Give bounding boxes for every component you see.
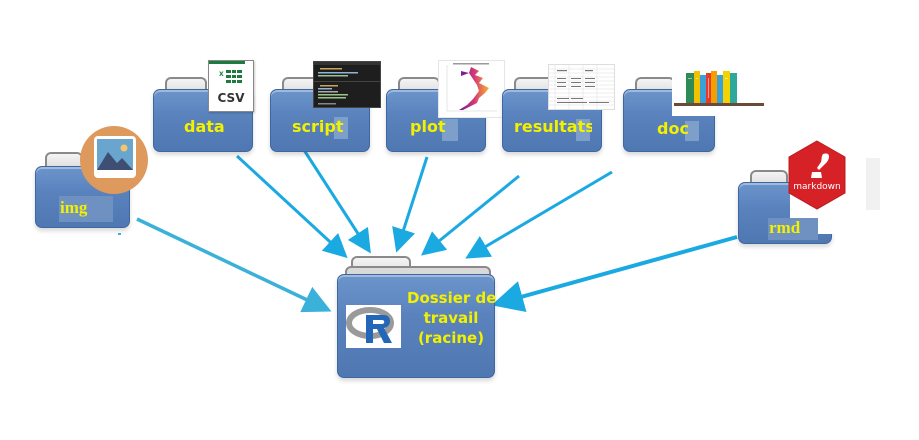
code-editor-icon [313, 61, 381, 108]
root-label-line-3: (racine) [417, 329, 485, 347]
folder-label-rmd: rmd [769, 218, 801, 237]
arrow-script-to-root [302, 149, 371, 254]
folder-label-img: img [60, 198, 88, 217]
root-folder-label: Dossier de travail (racine) [407, 288, 497, 348]
image-icon [94, 136, 136, 178]
csv-file-icon: X CSV [208, 60, 254, 112]
arrow-doc-to-root [465, 170, 613, 259]
arrow-plot-to-root [392, 156, 429, 253]
ridgeline-plot-icon [438, 60, 505, 118]
folder-label-script: script [292, 117, 344, 136]
csv-label: CSV [217, 91, 245, 105]
arrow-resultats-to-root [421, 174, 520, 256]
root-label-line-1: Dossier de [407, 289, 497, 307]
label-highlight [59, 196, 113, 222]
label-highlight [685, 121, 699, 141]
arrow-data-to-root [235, 154, 348, 259]
label-highlight [576, 119, 590, 141]
folder-script[interactable]: script [270, 77, 370, 152]
svg-text:markdown: markdown [793, 182, 840, 192]
folder-label-plot: plot [410, 117, 446, 136]
label-highlight [334, 117, 348, 139]
partial-image [866, 158, 880, 210]
stray-mark [118, 233, 121, 235]
spreadsheet-icon [548, 64, 615, 110]
label-highlight [768, 218, 818, 240]
bookshelf-icon [672, 66, 766, 116]
svg-text:X: X [219, 71, 224, 78]
markdown-icon: markdown [788, 140, 846, 210]
folder-label-data: data [184, 117, 225, 136]
folder-label-resultats: resultats [514, 117, 592, 136]
label-highlight [442, 119, 458, 141]
root-label-line-2: travail [423, 309, 479, 327]
r-logo-icon [346, 305, 401, 348]
folder-label-doc: doc [657, 119, 689, 138]
arrow-img-to-root [136, 217, 332, 313]
arrow-rmd-to-root [491, 235, 738, 313]
